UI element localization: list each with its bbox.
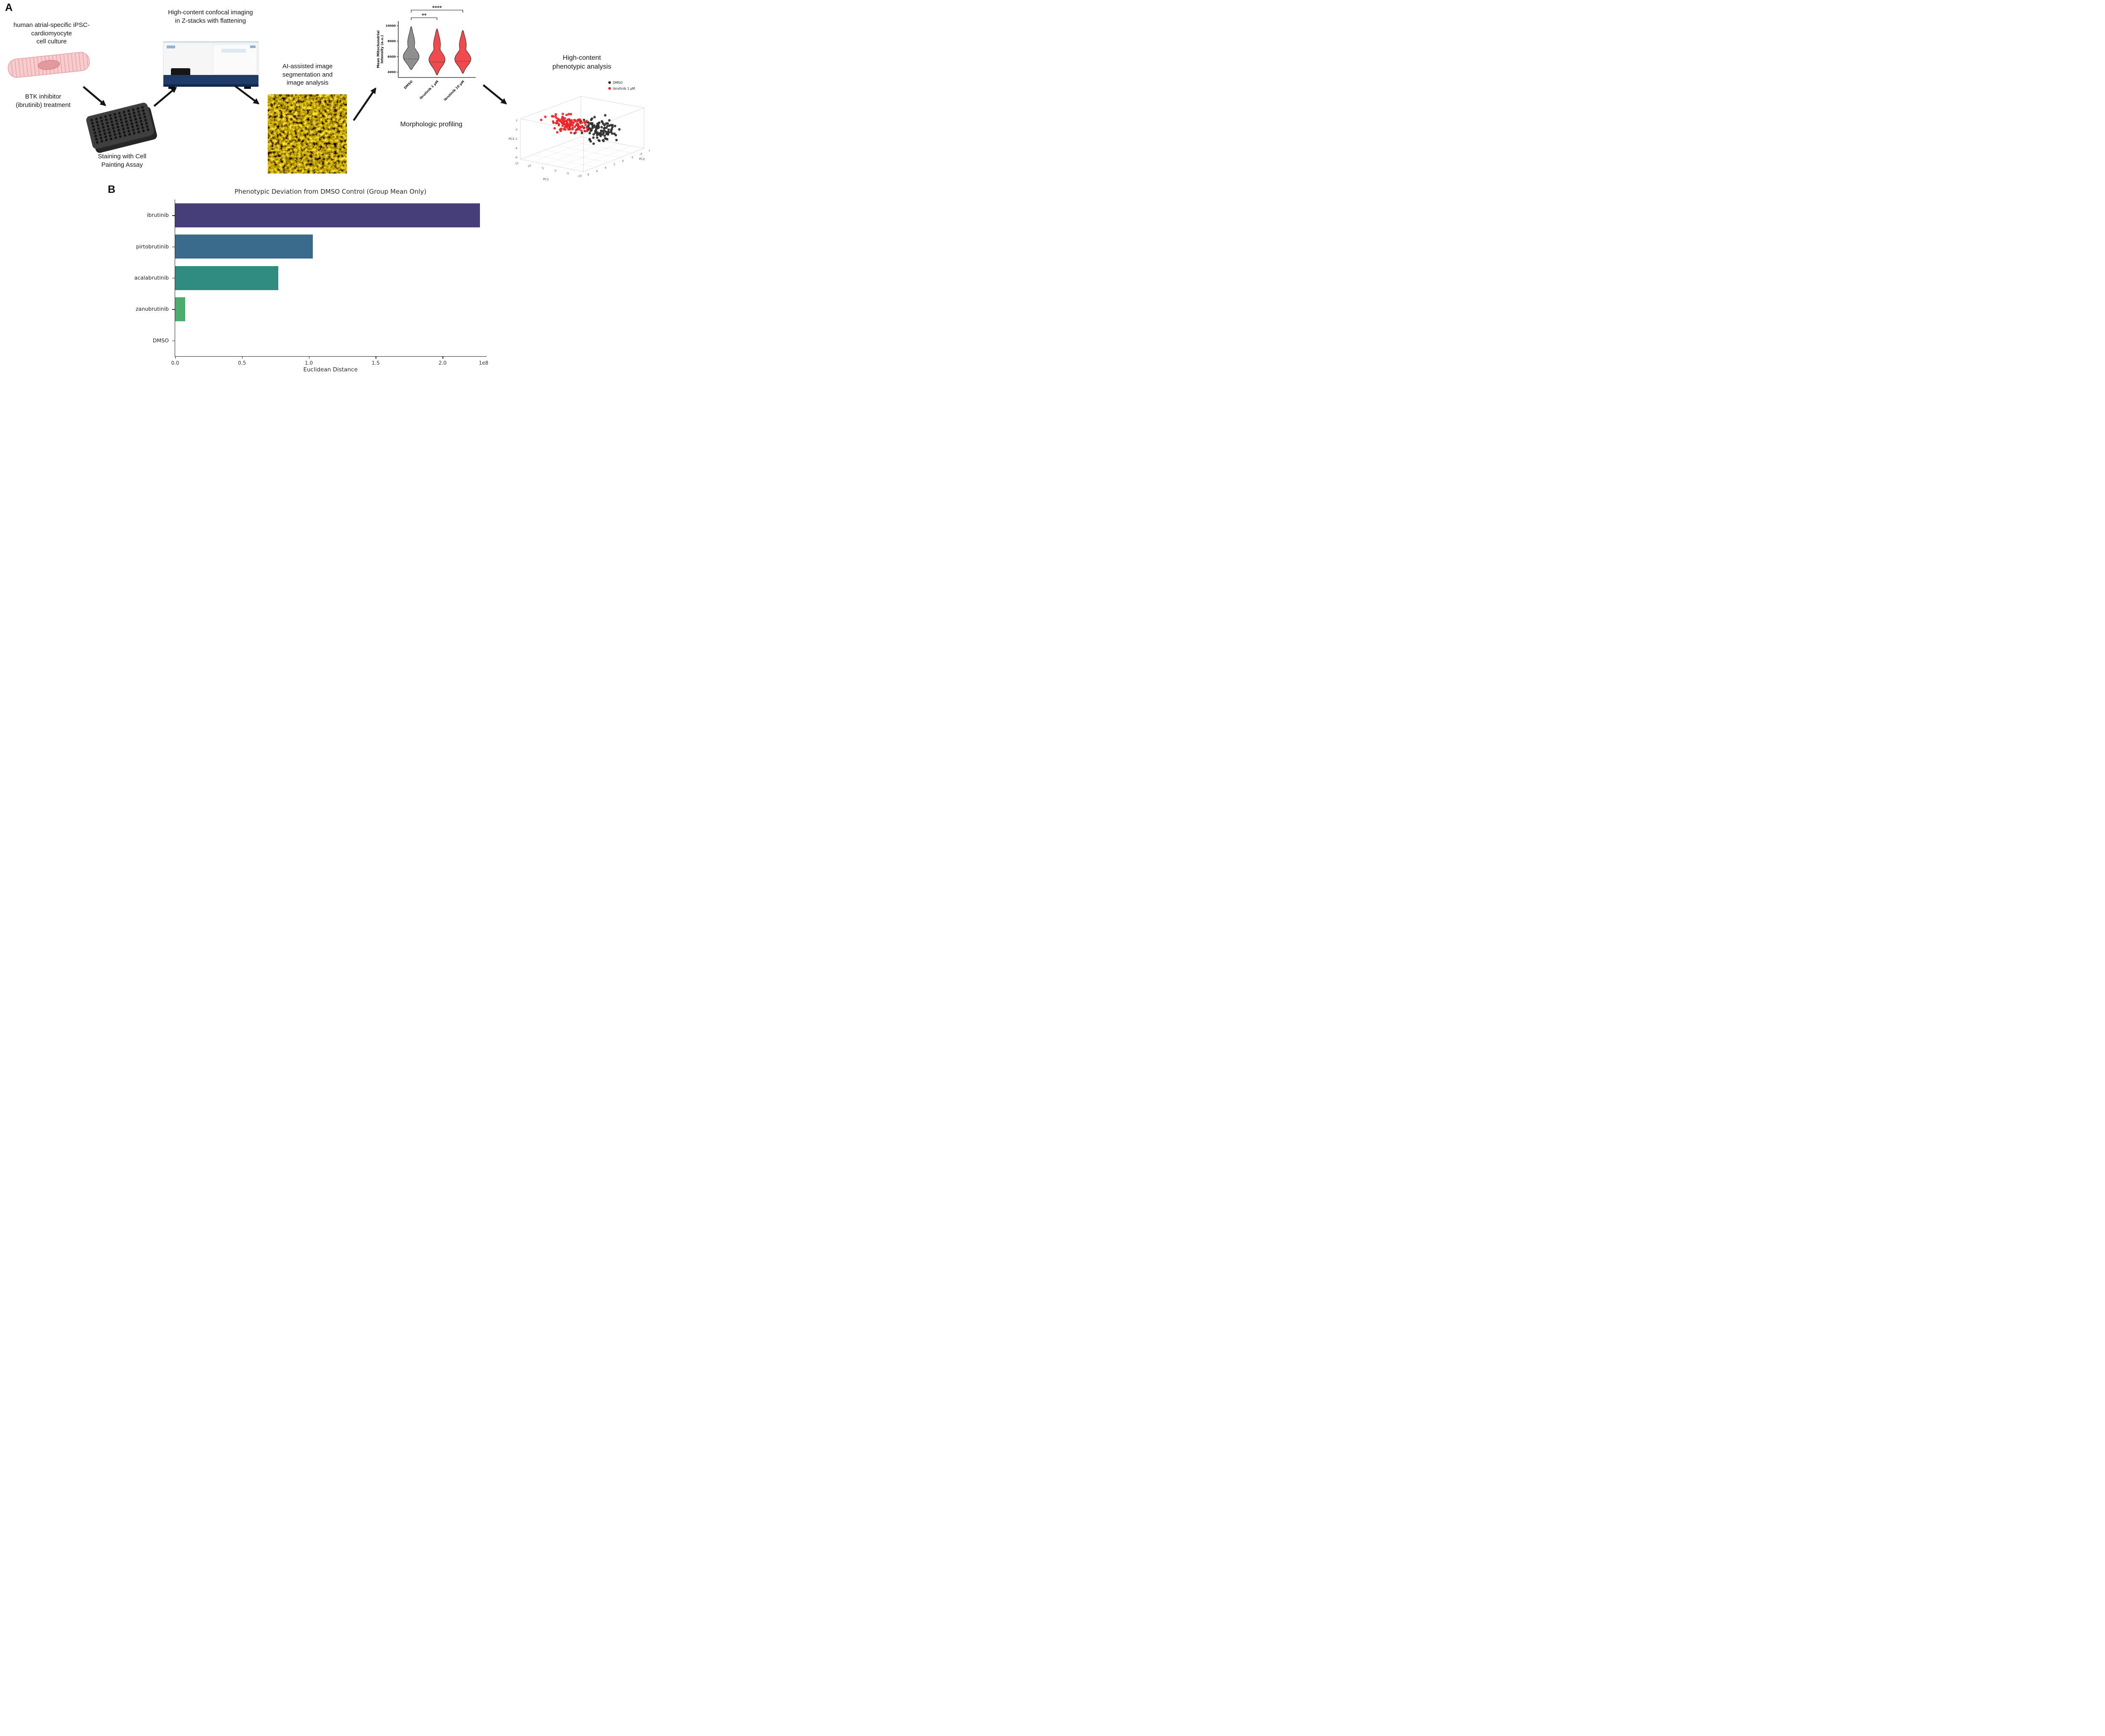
arrow-violin-to-pca <box>482 84 507 104</box>
arrow-segmentation-to-violin <box>353 87 376 121</box>
bar-chart-plot-area: 0.0 0.5 1.0 1.5 2.0 1e8 <box>171 200 488 366</box>
btk-treatment-caption: BTK inhibitor (ibrutinib) treatment <box>16 93 71 109</box>
segmented-micrograph-image <box>268 94 347 173</box>
svg-text:-6: -6 <box>647 149 650 153</box>
svg-text:0: 0 <box>622 159 624 163</box>
svg-text:15: 15 <box>514 161 519 165</box>
panel-a-label: A <box>5 2 13 13</box>
svg-text:2: 2 <box>516 119 517 122</box>
bar-category-label-acalabrutinib: acalabrutinib <box>134 275 169 281</box>
x-tick-mark <box>442 356 443 359</box>
ai-segmentation-caption: AI-assisted image segmentation and image… <box>282 63 333 86</box>
bar-pirtobrutinib <box>175 235 313 259</box>
svg-text:-4: -4 <box>515 147 517 150</box>
plate-wells <box>90 106 149 144</box>
svg-text:DMSO: DMSO <box>613 81 623 85</box>
svg-text:-6: -6 <box>515 156 517 159</box>
svg-text:5: 5 <box>541 166 544 170</box>
cardiomyocyte-tissue-icon <box>8 51 90 79</box>
x-tick-label: 2.0 <box>438 360 447 366</box>
svg-text:PC1: PC1 <box>543 178 549 181</box>
x-tick-label: 1.0 <box>305 360 313 366</box>
svg-text:DMSO: DMSO <box>403 80 413 90</box>
arrow-microscope-to-segmentation <box>234 85 260 104</box>
svg-text:ibrutinib 10 µM: ibrutinib 10 µM <box>443 80 465 101</box>
staining-caption: Staining with Cell Painting Assay <box>98 153 147 168</box>
bar-chart-x-axis-label: Euclidean Distance <box>303 366 358 373</box>
bar-category-label-ibrutinib: ibrutinib <box>147 212 169 219</box>
phenotypic-analysis-caption: High-content phenotypic analysis <box>552 54 611 70</box>
svg-text:4000: 4000 <box>388 71 396 74</box>
svg-text:ibrutinib 1 µM: ibrutinib 1 µM <box>419 80 440 100</box>
arrow-culture-to-plate <box>83 86 107 106</box>
x-tick-label: 0.0 <box>171 360 179 366</box>
svg-text:PC3: PC3 <box>509 137 514 141</box>
bar-chart-category-labels: ibrutinib pirtobrutinib acalabrutinib zanub… <box>107 200 171 356</box>
x-axis-offset-label: 1e8 <box>479 360 488 366</box>
svg-text:10000: 10000 <box>386 24 396 28</box>
svg-text:PC2: PC2 <box>639 157 645 161</box>
arrow-plate-to-microscope <box>153 87 177 107</box>
x-tick-label: 0.5 <box>238 360 246 366</box>
bar-category-label-pirtobrutinib: pirtobrutinib <box>136 243 169 250</box>
bar-category-label-DMSO: DMSO <box>152 337 169 344</box>
svg-text:8: 8 <box>587 173 589 176</box>
svg-text:0: 0 <box>554 169 557 173</box>
svg-text:-5: -5 <box>566 171 569 175</box>
panel-b-label: B <box>108 184 116 195</box>
well-plate-icon <box>86 102 157 153</box>
svg-text:Mean Mitochondrial: Mean Mitochondrial <box>376 30 380 68</box>
svg-text:8000: 8000 <box>388 40 396 43</box>
svg-text:0: 0 <box>516 128 517 131</box>
svg-text:**: ** <box>422 13 427 18</box>
x-tick-mark <box>175 356 176 359</box>
svg-text:6000: 6000 <box>388 55 396 59</box>
svg-text:****: **** <box>432 5 442 11</box>
bar-acalabrutinib <box>175 266 278 290</box>
bar-chart-title: Phenotypic Deviation from DMSO Control (… <box>234 188 426 195</box>
bar-category-label-zanubrutinib: zanubrutinib <box>136 306 169 312</box>
svg-text:4: 4 <box>605 166 607 170</box>
svg-text:2: 2 <box>613 163 616 166</box>
x-tick-label: 1.5 <box>371 360 380 366</box>
svg-text:Intensity (a.u.): Intensity (a.u.) <box>380 35 384 63</box>
svg-text:-2: -2 <box>515 137 517 141</box>
svg-text:6: 6 <box>596 169 598 173</box>
svg-text:ibrutinib 1 µM: ibrutinib 1 µM <box>613 87 635 91</box>
morphologic-profiling-caption: Morphologic profiling <box>400 121 463 128</box>
bar-zanubrutinib <box>175 297 185 321</box>
svg-text:-10: -10 <box>577 174 582 178</box>
cell-culture-caption: human atrial-specific iPSC- cardiomyocyt… <box>13 21 90 45</box>
svg-text:10: 10 <box>527 164 531 168</box>
y-tick-mark <box>172 215 175 216</box>
phenotypic-deviation-bar-chart: Phenotypic Deviation from DMSO Control (… <box>107 185 490 373</box>
svg-text:-2: -2 <box>630 156 634 160</box>
bar-ibrutinib <box>175 203 480 227</box>
confocal-imaging-caption: High-content confocal imaging in Z-stack… <box>168 9 253 24</box>
cell-nucleus <box>37 60 60 70</box>
confocal-microscope-icon <box>163 41 259 89</box>
svg-text:-4: -4 <box>639 152 642 156</box>
